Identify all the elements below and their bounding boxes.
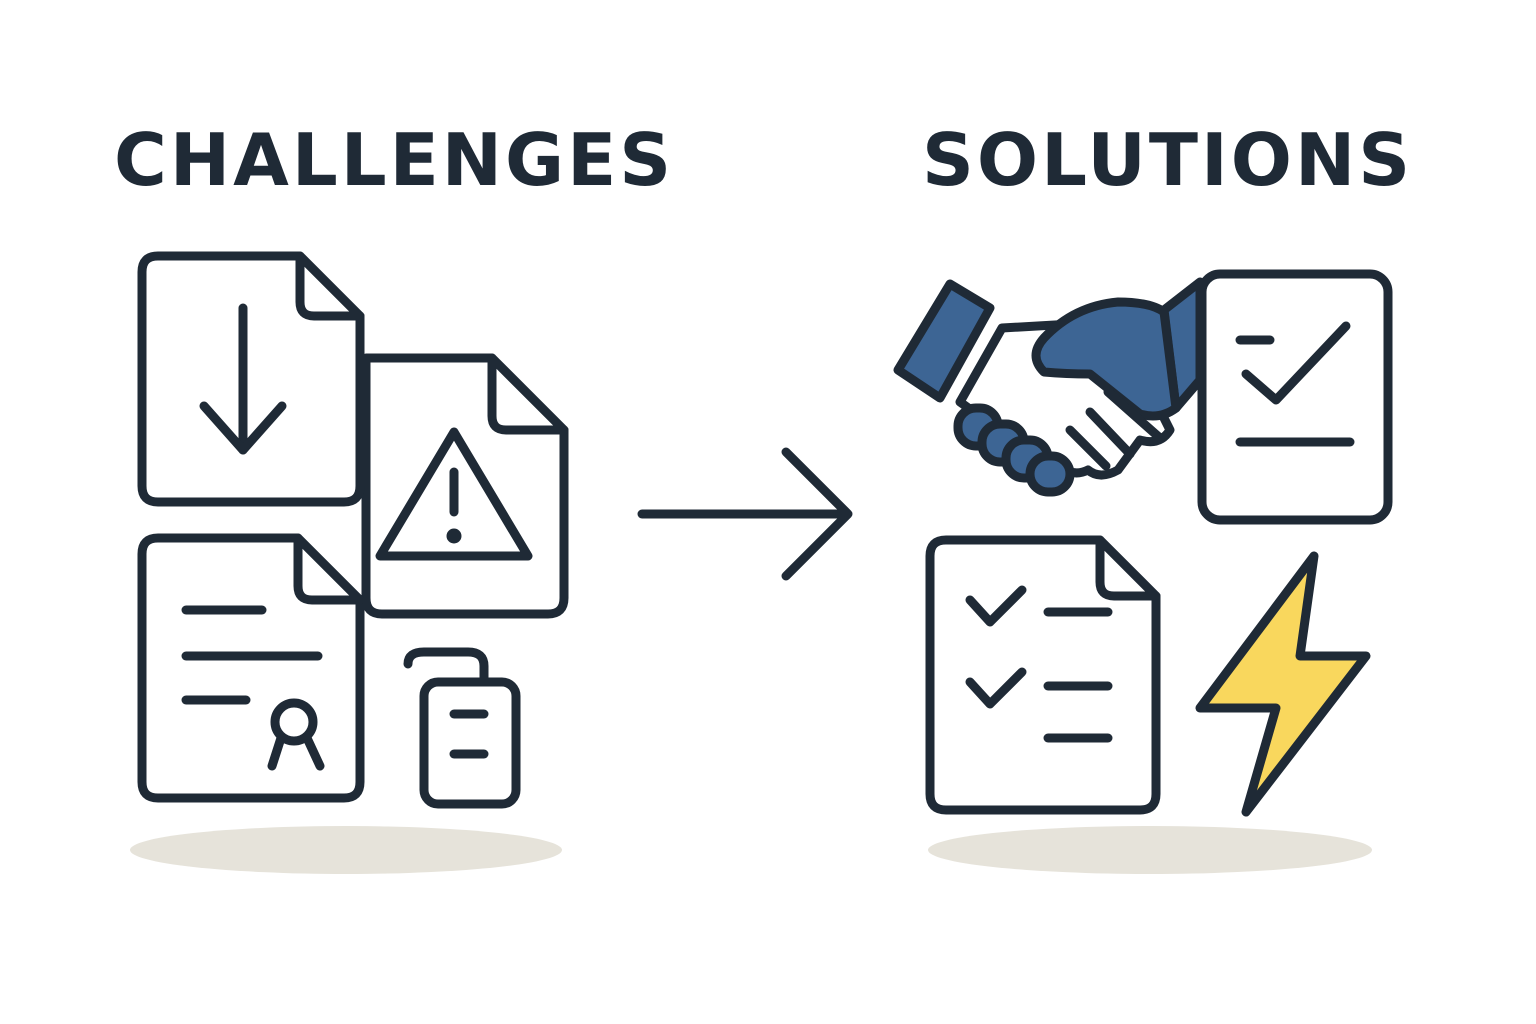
warning-document-icon [361, 353, 569, 619]
checklist-document-icon [925, 535, 1161, 815]
solutions-heading: SOLUTIONS [922, 118, 1414, 202]
unlocked-padlock-icon [403, 647, 521, 809]
download-document-icon [137, 251, 365, 507]
approved-document-icon [1197, 269, 1393, 525]
left-ground-shadow [130, 826, 562, 874]
challenges-heading: CHALLENGES [114, 118, 675, 202]
arrow-right-icon [637, 447, 853, 581]
handshake-icon [893, 277, 1205, 497]
right-ground-shadow [928, 826, 1372, 874]
certificate-document-icon [137, 533, 365, 803]
lightning-bolt-icon [1195, 551, 1371, 817]
